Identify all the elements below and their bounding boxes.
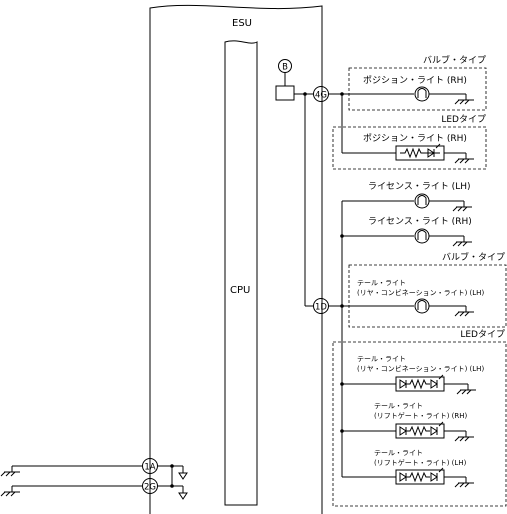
group-box-position-led bbox=[332, 126, 487, 170]
terminal-4g-circle bbox=[313, 86, 329, 102]
junction-dot bbox=[303, 92, 307, 96]
terminal-1d-label: 1D bbox=[315, 303, 327, 313]
terminal-4g-label: 4G bbox=[315, 91, 327, 101]
bulb-icon bbox=[414, 193, 430, 209]
junction-b-label: B bbox=[282, 63, 288, 73]
ground-icon bbox=[456, 384, 476, 395]
terminal-2g-circle bbox=[142, 478, 158, 494]
group-label-led-type: LEDタイプ bbox=[441, 114, 486, 125]
ground-icon bbox=[454, 94, 474, 105]
position-light-bulb-rh-label: ポジション・ライト (RH) bbox=[363, 75, 467, 86]
terminal-2g-label: 2G bbox=[144, 483, 156, 493]
ground-icon bbox=[454, 477, 474, 488]
cpu-block bbox=[224, 40, 258, 506]
tail-led2-label-line1: テール・ライト bbox=[374, 402, 423, 410]
group-label-bulb-type: バルブ・タイプ bbox=[423, 54, 486, 66]
group-label-led-type-tail: LEDタイプ bbox=[460, 329, 505, 340]
tail-light-bulb-label-line1: テール・ライト bbox=[357, 279, 406, 287]
ground-icon bbox=[452, 201, 472, 212]
terminal-1d-circle bbox=[313, 298, 329, 314]
signal-ground-icon bbox=[178, 492, 188, 500]
ground-icon bbox=[454, 153, 474, 164]
led-resistor-icon bbox=[395, 374, 445, 392]
tail-led2-label-line2: (リフトゲート・ライト) (RH) bbox=[374, 411, 468, 420]
ground-icon bbox=[0, 491, 20, 497]
tail-light-bulb-label-line2: (リヤ・コンビネーション・ライト) (LH) bbox=[357, 288, 484, 297]
group-box-tail-bulb bbox=[348, 264, 507, 328]
esu-module-outline bbox=[149, 4, 323, 514]
cpu-label: CPU bbox=[230, 285, 250, 296]
led-resistor-icon bbox=[395, 143, 445, 161]
tail-led1-label-line1: テール・ライト bbox=[357, 355, 406, 363]
ground-icon bbox=[0, 471, 20, 477]
ground-icon bbox=[454, 431, 474, 442]
junction-dot bbox=[170, 464, 174, 468]
led-resistor-icon bbox=[395, 467, 445, 485]
junction-dot bbox=[340, 92, 344, 96]
group-box-tail-led bbox=[332, 341, 507, 507]
led-resistor-icon bbox=[395, 421, 445, 439]
ground-icon bbox=[452, 236, 472, 247]
bulb-icon bbox=[414, 86, 430, 102]
tail-led3-label-line1: テール・ライト bbox=[374, 449, 423, 457]
tail-led3-label-line2: (リフトゲート・ライト) (LH) bbox=[374, 458, 467, 467]
license-light-lh-label: ライセンス・ライト (LH) bbox=[368, 181, 471, 192]
bulb-icon bbox=[414, 228, 430, 244]
signal-ground-icon bbox=[178, 472, 188, 480]
bulb-icon bbox=[414, 298, 430, 314]
terminal-1a-circle bbox=[142, 458, 158, 474]
ground-icon bbox=[454, 306, 474, 317]
tail-led1-label-line2: (リヤ・コンビネーション・ライト) (LH) bbox=[357, 364, 484, 373]
license-light-rh-label: ライセンス・ライト (RH) bbox=[368, 216, 472, 227]
esu-label: ESU bbox=[232, 18, 252, 29]
terminal-1a-label: 1A bbox=[144, 463, 155, 473]
group-box-position-bulb bbox=[348, 67, 487, 111]
output-driver-box bbox=[275, 85, 295, 101]
position-light-led-rh-label: ポジション・ライト (RH) bbox=[363, 133, 467, 144]
group-label-bulb-type-tail: バルブ・タイプ bbox=[442, 251, 505, 263]
